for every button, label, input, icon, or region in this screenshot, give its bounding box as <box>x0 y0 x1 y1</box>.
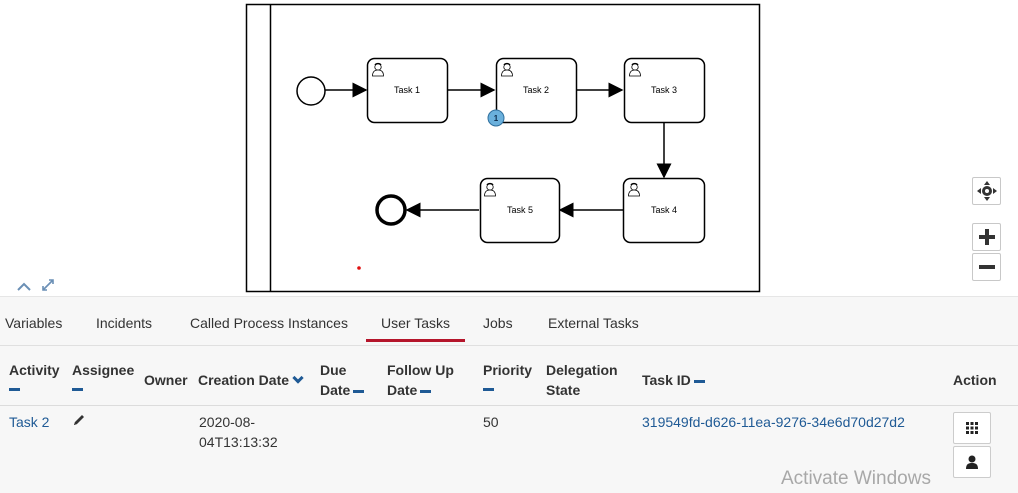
tab-incidents[interactable]: Incidents <box>96 315 153 331</box>
header-creation-date-label: Creation Date <box>198 372 290 388</box>
header-delegation-label-2: State <box>546 382 581 398</box>
zoom-in-button[interactable] <box>972 223 1001 251</box>
sort-activity-icon[interactable] <box>9 388 20 391</box>
row-task-id-link[interactable]: 319549fd-d626-11ea-9276-34e6d70d27d2 <box>642 414 905 430</box>
header-row-separator <box>0 405 1018 406</box>
sort-follow-up-icon[interactable] <box>420 389 432 393</box>
tab-variables[interactable]: Variables <box>5 315 63 331</box>
header-task-id-label: Task ID <box>642 372 691 388</box>
minus-icon <box>978 265 995 269</box>
header-activity: Activity <box>9 360 60 391</box>
header-owner: Owner <box>144 372 188 388</box>
windows-activation-watermark: Activate Windows <box>781 468 931 489</box>
grid-icon <box>966 422 978 434</box>
detail-tabs: Variables Incidents Called Process Insta… <box>0 296 1018 346</box>
row-activity-link[interactable]: Task 2 <box>9 414 50 430</box>
instance-count-badge[interactable]: 1 <box>487 109 505 127</box>
pencil-icon <box>74 415 84 425</box>
header-follow-up-label-1: Follow Up <box>387 362 454 378</box>
crosshair-icon <box>976 181 997 201</box>
header-assignee: Assignee <box>72 360 134 391</box>
edit-assignee-button[interactable] <box>72 412 86 432</box>
row-creation-date-line-1: 2020-08- <box>199 414 256 430</box>
cursor-dot <box>357 266 361 270</box>
header-delegation-state: Delegation State <box>546 360 618 400</box>
start-event[interactable] <box>296 76 326 106</box>
task-1-label: Task 1 <box>394 85 420 95</box>
diagram-canvas[interactable]: Task 1 Task 2 Task 3 Task 4 Task 5 1 <box>0 0 1018 296</box>
task-5-label: Task 5 <box>507 205 533 215</box>
header-activity-label: Activity <box>9 362 60 378</box>
header-follow-up-date: Follow Up Date <box>387 360 454 400</box>
expand-icon <box>42 279 54 291</box>
tab-jobs[interactable]: Jobs <box>483 315 513 331</box>
tab-called-process-instances[interactable]: Called Process Instances <box>190 315 348 331</box>
user-icon <box>966 455 978 469</box>
task-3-label: Task 3 <box>651 85 677 95</box>
chevron-up-icon <box>17 282 31 291</box>
pool <box>245 3 761 293</box>
tab-user-tasks[interactable]: User Tasks <box>366 315 465 342</box>
header-task-id: Task ID <box>642 370 705 390</box>
row-creation-date: 2020-08- 04T13:13:32 <box>199 412 278 452</box>
sort-priority-icon[interactable] <box>483 388 494 391</box>
sort-assignee-icon[interactable] <box>72 388 83 391</box>
sort-desc-chevron-icon[interactable] <box>292 372 304 384</box>
sort-due-date-icon[interactable] <box>353 389 365 393</box>
header-priority: Priority <box>483 360 532 391</box>
header-creation-date: Creation Date <box>198 370 304 390</box>
tab-external-tasks[interactable]: External Tasks <box>548 315 639 331</box>
header-priority-label: Priority <box>483 362 533 378</box>
header-delegation-label-1: Delegation <box>546 362 618 378</box>
row-creation-date-line-2: 04T13:13:32 <box>199 434 278 450</box>
user-tasks-table: Activity Assignee Owner Creation Date Du… <box>0 346 1018 493</box>
header-assignee-label: Assignee <box>72 362 135 378</box>
task-4[interactable]: Task 4 <box>622 177 706 244</box>
header-due-date: Due Date <box>320 360 365 400</box>
end-event[interactable] <box>375 194 407 226</box>
reset-view-button[interactable] <box>972 177 1001 205</box>
sort-task-id-icon[interactable] <box>693 379 705 383</box>
task-5[interactable]: Task 5 <box>479 177 561 244</box>
badge-count: 1 <box>494 114 499 123</box>
task-3[interactable]: Task 3 <box>623 57 706 124</box>
task-2[interactable]: Task 2 <box>495 57 578 124</box>
row-priority: 50 <box>483 414 499 430</box>
task-4-label: Task 4 <box>651 205 677 215</box>
task-details-button[interactable] <box>953 412 991 444</box>
assign-user-button[interactable] <box>953 446 991 478</box>
zoom-out-button[interactable] <box>972 253 1001 281</box>
header-follow-up-label-2: Date <box>387 382 418 398</box>
plus-icon <box>978 229 995 245</box>
maximize-button[interactable] <box>41 278 55 295</box>
collapse-up-button[interactable] <box>17 280 31 295</box>
header-due-label-1: Due <box>320 362 347 378</box>
bpmn-diagram[interactable]: Task 1 Task 2 Task 3 Task 4 Task 5 1 <box>0 0 1018 296</box>
task-1[interactable]: Task 1 <box>366 57 449 124</box>
header-due-label-2: Date <box>320 382 351 398</box>
header-action: Action <box>953 372 997 388</box>
task-2-label: Task 2 <box>523 85 549 95</box>
